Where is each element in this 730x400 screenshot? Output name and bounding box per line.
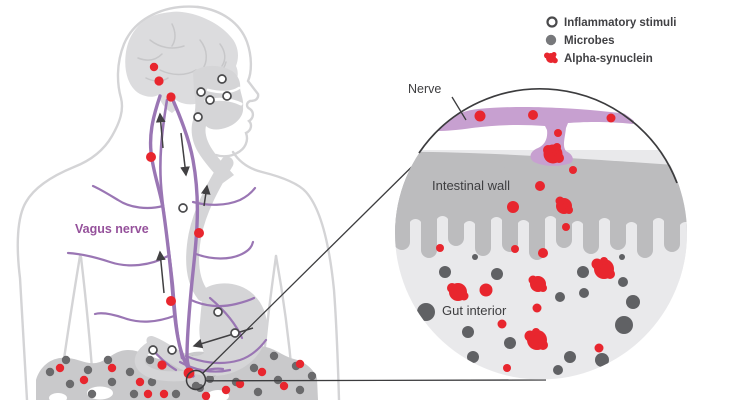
- alpha-synuclein-dots-intestine: [55, 359, 305, 400]
- inflammatory-stimuli-dots: [148, 74, 240, 355]
- arrow-up-esophagus-side: [200, 184, 211, 207]
- legend-label: Alpha-synuclein: [564, 53, 653, 65]
- duodenum: [134, 341, 188, 382]
- alpha-synuclein-dots-inset: [436, 110, 616, 372]
- nerve-label-leader: [451, 96, 467, 121]
- gut-inset: Intestinal wall Gut interior Nerve: [395, 82, 687, 380]
- arrow-to-stomach: [192, 327, 254, 349]
- legend-label: Microbes: [564, 35, 615, 47]
- alpha-synuclein-icon: [544, 52, 558, 64]
- inset-circle-arc: [418, 88, 678, 184]
- microbe-dots-inset: [417, 254, 640, 375]
- microbe-icon: [545, 34, 557, 46]
- stomach: [134, 283, 268, 382]
- human-body-figure: Vagus nerve: [16, 5, 341, 400]
- vagus-branches: [66, 184, 268, 373]
- gut-interior-label: Gut interior: [442, 303, 507, 318]
- legend-item-microbes: Microbes: [545, 34, 615, 47]
- nerve-band: [437, 107, 636, 166]
- vagus-nerve-label: Vagus nerve: [75, 222, 149, 236]
- mouth-throat-cavity: [191, 65, 244, 183]
- arrow-down-esophagus: [180, 132, 190, 177]
- body-outline: [16, 5, 341, 400]
- legend-label: Inflammatory stimuli: [564, 17, 676, 29]
- vagus-trunk-secondary: [159, 98, 184, 360]
- legend-item-alpha-synuclein: Alpha-synuclein: [544, 52, 653, 65]
- open-circle-icon: [546, 16, 558, 28]
- magnifier-callout: [185, 128, 547, 391]
- brainstem: [158, 92, 178, 113]
- gut-inset-content: Intestinal wall Gut interior: [395, 87, 687, 380]
- intestinal-wall-label: Intestinal wall: [432, 178, 510, 193]
- legend-item-inflammatory-stimuli: Inflammatory stimuli: [546, 16, 676, 29]
- arrow-up-neck: [155, 112, 166, 149]
- callout-line-lower: [205, 379, 547, 382]
- legend: Inflammatory stimuli Microbes Alpha-synu…: [544, 16, 676, 65]
- direction-arrows: [155, 112, 254, 349]
- nerve-label: Nerve: [408, 82, 441, 96]
- alpha-synuclein-dots-body: [146, 62, 204, 379]
- villi-fingers: [395, 165, 680, 260]
- callout-line-upper: [202, 128, 451, 374]
- magnifier-source-circle: [185, 369, 207, 391]
- vagus-nerve: [66, 94, 268, 378]
- intestine-gap: [49, 393, 67, 400]
- arrow-up-chest: [155, 250, 166, 294]
